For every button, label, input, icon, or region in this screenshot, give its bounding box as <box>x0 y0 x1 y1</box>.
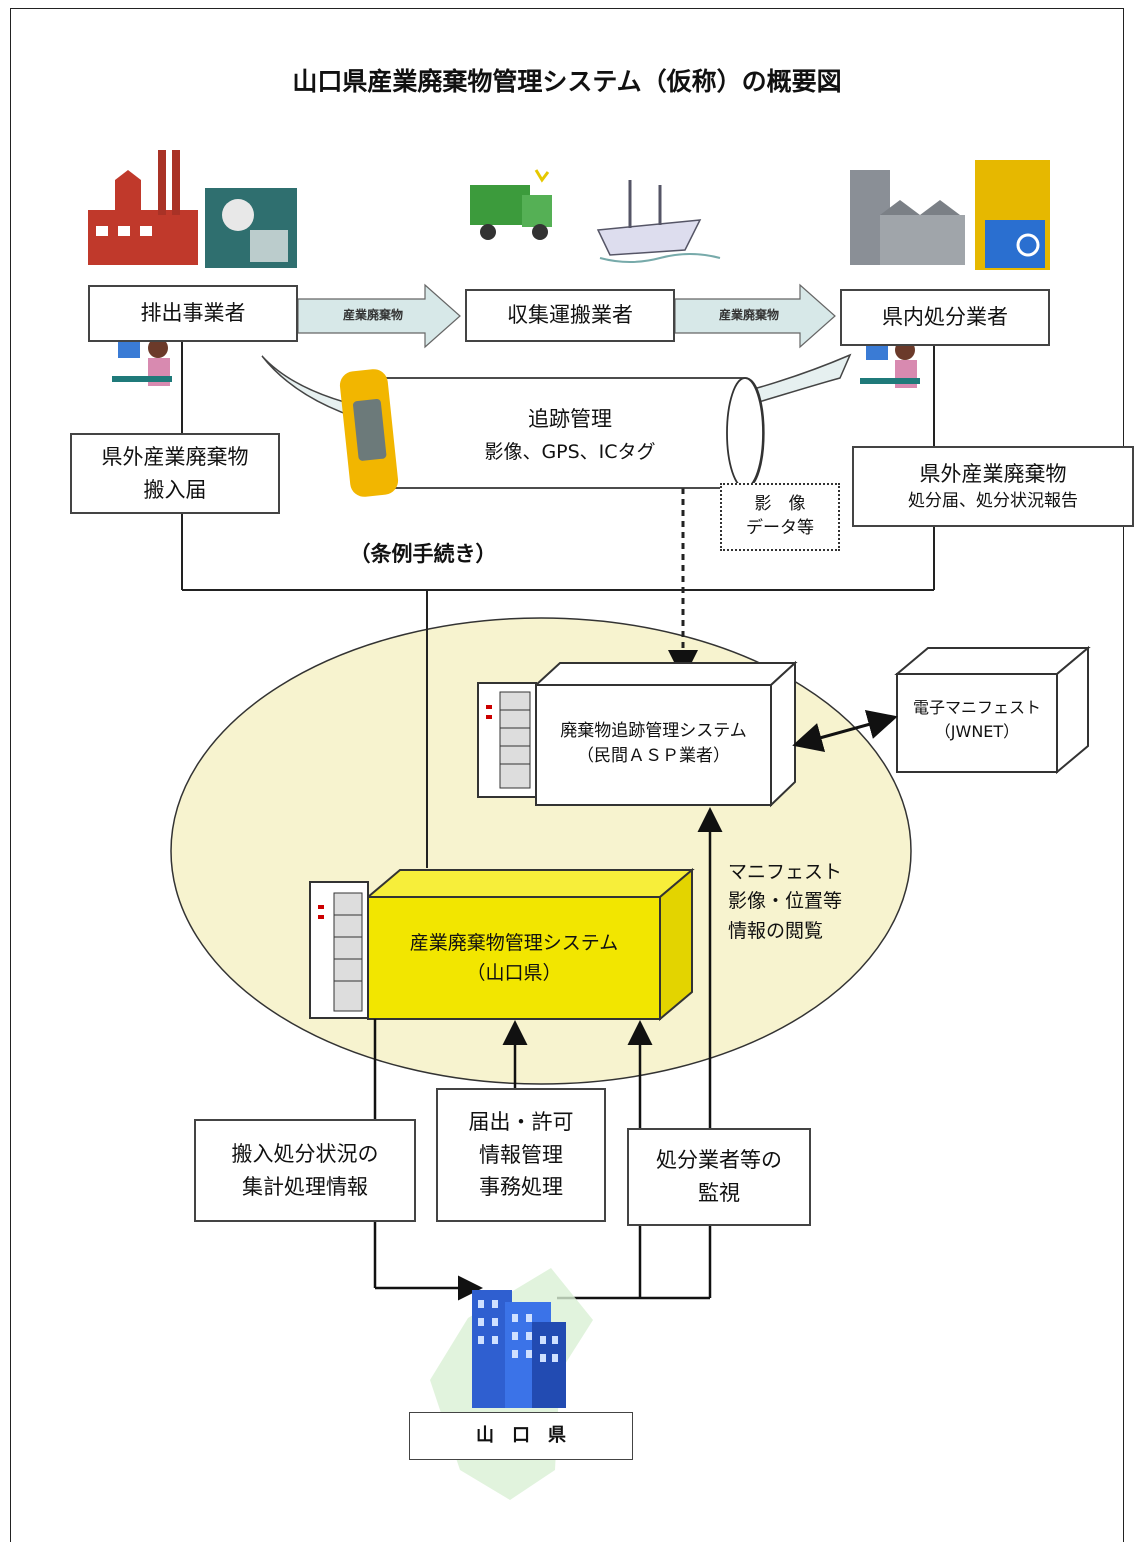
page-border <box>10 8 1124 1542</box>
flow-arrow-1 <box>297 283 461 349</box>
discharger-label: 排出事業者 <box>140 301 246 326</box>
ordinance-label: （条例手続き） <box>349 542 497 566</box>
tracking-system-label: 廃棄物追跡管理システム （民間ＡＳＰ業者） <box>560 720 747 767</box>
permits-box: 届出・許可 情報管理 事務処理 <box>436 1088 606 1222</box>
discharger-box: 排出事業者 <box>88 285 298 342</box>
e-manifest-label: 電子マニフェスト （JWNET） <box>912 698 1041 741</box>
monitor-box: 処分業者等の 監視 <box>627 1128 811 1226</box>
disposal-plant-icon <box>850 170 965 265</box>
pref-building-icon <box>430 1268 593 1500</box>
disposer-box: 県内処分業者 <box>840 289 1050 346</box>
image-data-box: 影 像 データ等 <box>720 483 840 551</box>
tracking-system-3d <box>477 660 798 808</box>
disposer-label: 県内処分業者 <box>882 305 1008 330</box>
tracking-title: 追跡管理 <box>528 407 612 431</box>
disposal-notice-title: 県外産業廃棄物 <box>919 461 1067 486</box>
pref-system-label: 産業廃棄物管理システム （山口県） <box>409 931 619 984</box>
waste-flow-label-1: 産業廃棄物 <box>342 307 403 322</box>
ship-icon <box>596 180 721 263</box>
disposal-notice-sub: 処分届、処分状況報告 <box>908 491 1078 512</box>
handheld-device-icon <box>339 369 399 497</box>
page-title: 山口県産業廃棄物管理システム（仮称）の概要図 <box>292 67 842 96</box>
disposal-notice-box: 県外産業廃棄物 処分届、処分状況報告 <box>852 446 1134 527</box>
waste-flow-label-2: 産業廃棄物 <box>718 307 779 322</box>
tracking-tube <box>385 377 765 489</box>
flow-arrow-2 <box>674 283 836 349</box>
operator-icon-left <box>112 338 172 386</box>
operator-icon-right <box>860 340 920 388</box>
aggregate-box: 搬入処分状況の 集計処理情報 <box>194 1119 416 1222</box>
recycle-icon <box>975 160 1050 270</box>
worker-icon <box>205 188 297 268</box>
collector-label: 収集運搬業者 <box>507 303 633 328</box>
import-notice-box: 県外産業廃棄物 搬入届 <box>70 433 280 514</box>
prefecture-label: 山 口 県 <box>476 1425 566 1447</box>
collector-box: 収集運搬業者 <box>465 289 675 342</box>
tracking-methods: 影像、GPS、ICタグ <box>484 440 656 463</box>
manifest-link-arrow <box>792 709 898 753</box>
browse-label: マニフェスト 影像・位置等 情報の閲覧 <box>728 860 843 942</box>
truck-icon <box>470 169 552 240</box>
ordinance-connector <box>181 342 935 868</box>
e-manifest-3d <box>894 645 1091 775</box>
factory-icon <box>88 150 198 265</box>
prefecture-label-box: 山 口 県 <box>409 1412 633 1460</box>
pref-system-3d <box>309 867 695 1022</box>
